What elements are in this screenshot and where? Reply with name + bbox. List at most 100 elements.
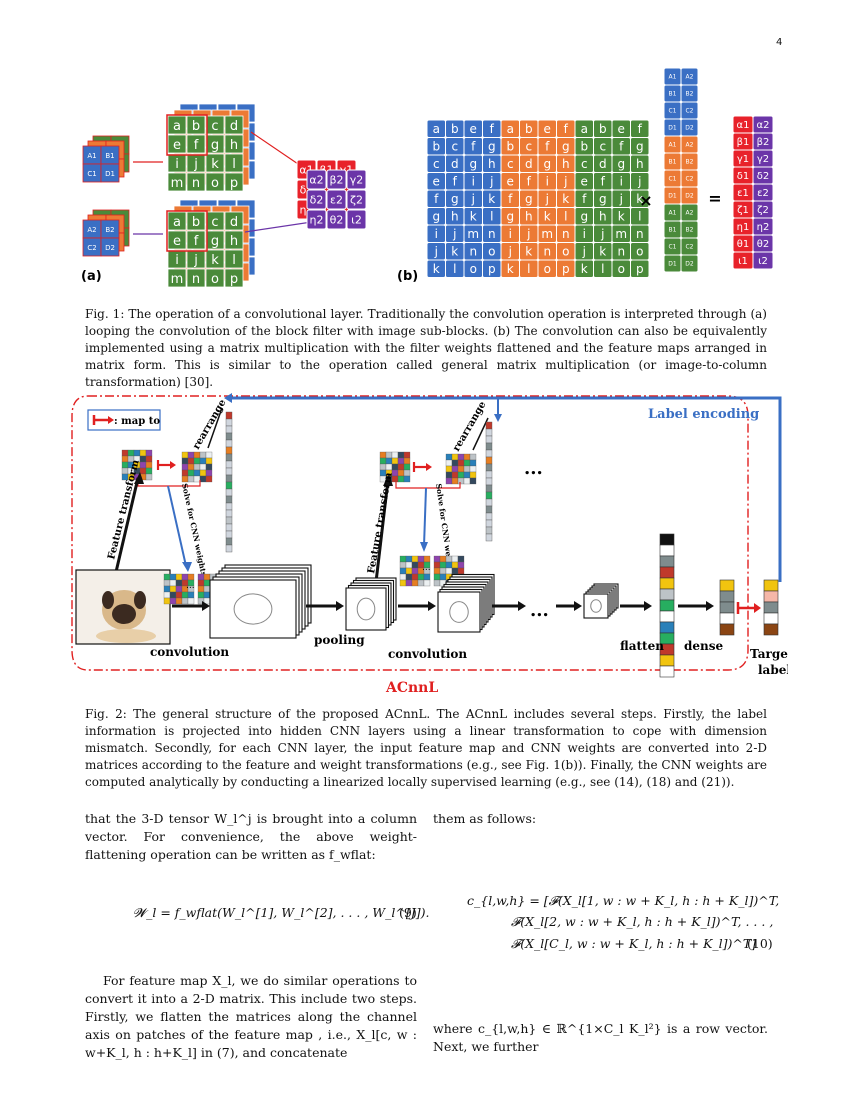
strip-cell (485, 533, 493, 542)
weight-col-1-text: C1 (668, 108, 676, 115)
output-bottom-text: ε2 (330, 193, 343, 206)
bottom-patch-cell (224, 230, 244, 250)
matrix-text: k (470, 210, 477, 224)
equals-sign: = (708, 189, 721, 208)
matrix-text: b (525, 122, 533, 136)
matrix-cell (205, 451, 213, 459)
top-patch-letter: e (173, 138, 181, 153)
matrix-cell (405, 561, 413, 569)
matrix-cell (451, 471, 459, 479)
output-bottom-text: ι2 (351, 213, 362, 226)
bottom-patch-cell (167, 230, 187, 250)
matrix-cell (451, 453, 459, 461)
result-col-1-text: ε1 (737, 188, 749, 199)
result-col-1-text: α1 (737, 120, 750, 131)
matrix-cell (433, 573, 441, 581)
matrix-text: d (451, 157, 459, 171)
strip-cell (225, 481, 233, 490)
matrix-text: f (434, 192, 439, 206)
feature-map (583, 593, 609, 619)
matrix-text: g (617, 157, 625, 171)
matrix-cell (187, 463, 195, 471)
matrix-text: p (562, 262, 570, 276)
matrix-cell (397, 451, 405, 459)
dense-cell (719, 590, 735, 603)
bottom-patch-cell (205, 249, 225, 269)
result-col-1-text: ζ1 (737, 205, 749, 216)
result-col-2-text: ι2 (758, 256, 768, 267)
result-col-1-text: ι1 (738, 256, 748, 267)
bottom-patch-cell (205, 230, 225, 250)
matrix-cell (385, 463, 393, 471)
target-label-2: label (758, 663, 788, 677)
right-col-paragraph-2: where c_{l,w,h} ∈ ℝ^{1×C_l K_l²} is a ro… (433, 1021, 768, 1054)
strip-cell (225, 453, 233, 462)
matrix-cell (451, 465, 459, 473)
weight-col-2-text: D2 (685, 261, 694, 268)
matrix-cell (163, 597, 171, 605)
fig1-panel-b-label: (b) (397, 269, 418, 284)
matrix-cell (205, 469, 213, 477)
matrix-text: a (507, 122, 514, 136)
matrix-cell (145, 461, 153, 469)
matrix-text: e (470, 122, 477, 136)
fig2-caption: Fig. 2: The general structure of the pro… (85, 707, 767, 789)
matrix-cell (439, 561, 447, 569)
feature-map (209, 579, 297, 639)
bottom-filter-face (100, 237, 120, 257)
top-patch-letter: j (193, 157, 198, 172)
dog-sketch (449, 601, 469, 623)
matrix-text: g (451, 192, 459, 206)
strip-cell (485, 421, 493, 430)
matrix-text: c (581, 157, 588, 171)
matrix-text: k (636, 192, 643, 206)
target-cell (763, 579, 779, 592)
matrix-cell (411, 573, 419, 581)
matrix-cell (445, 567, 453, 575)
matrix-cell (169, 591, 177, 599)
weight-col-2-text: C2 (685, 244, 693, 251)
matrix-cell (127, 449, 135, 457)
output-bottom-cell (306, 209, 327, 230)
dense-cell (719, 623, 735, 636)
matrix-text: o (470, 262, 477, 276)
weight-col-2-cell (680, 254, 699, 273)
matrix-text: c (507, 157, 514, 171)
matrix-text: j (489, 175, 493, 189)
matrix-cell (181, 457, 189, 465)
flatten-cell (659, 533, 675, 546)
matrix-cell (433, 555, 441, 563)
matrix-cell (411, 579, 419, 587)
target-cell (763, 612, 779, 625)
matrix-cell (417, 579, 425, 587)
target-label-vector (763, 579, 779, 636)
top-filter-label: D1 (105, 170, 115, 178)
matrix-text: j (508, 245, 512, 259)
matrix-text: k (544, 210, 551, 224)
output-bottom-cell (306, 169, 327, 190)
matrix-cell (385, 457, 393, 465)
top-patch-letter: m (171, 176, 184, 191)
fig1-caption: Fig. 1: The operation of a convolutional… (85, 307, 767, 389)
matrix-cell (433, 561, 441, 569)
matrix-text: b (432, 140, 440, 154)
matrix-text: k (451, 245, 458, 259)
matrix-cell (205, 463, 213, 471)
matrix-cell (630, 259, 650, 278)
matrix-cell (385, 451, 393, 459)
matrix-text: k (599, 245, 606, 259)
dog-sketch (233, 593, 273, 625)
matrix-text: k (581, 262, 588, 276)
legend-text: : map to (114, 416, 160, 427)
equation-9-number: (9) (399, 905, 417, 920)
strip-cell (225, 509, 233, 518)
matrix-text: p (488, 262, 496, 276)
matrix-cell (187, 451, 195, 459)
matrix-text: l (490, 210, 493, 224)
matrix-cell (197, 585, 205, 593)
top-patch-cell (167, 134, 187, 154)
matrix-text: k (618, 210, 625, 224)
matrix-text: h (451, 210, 459, 224)
matrix-text: i (583, 227, 586, 241)
